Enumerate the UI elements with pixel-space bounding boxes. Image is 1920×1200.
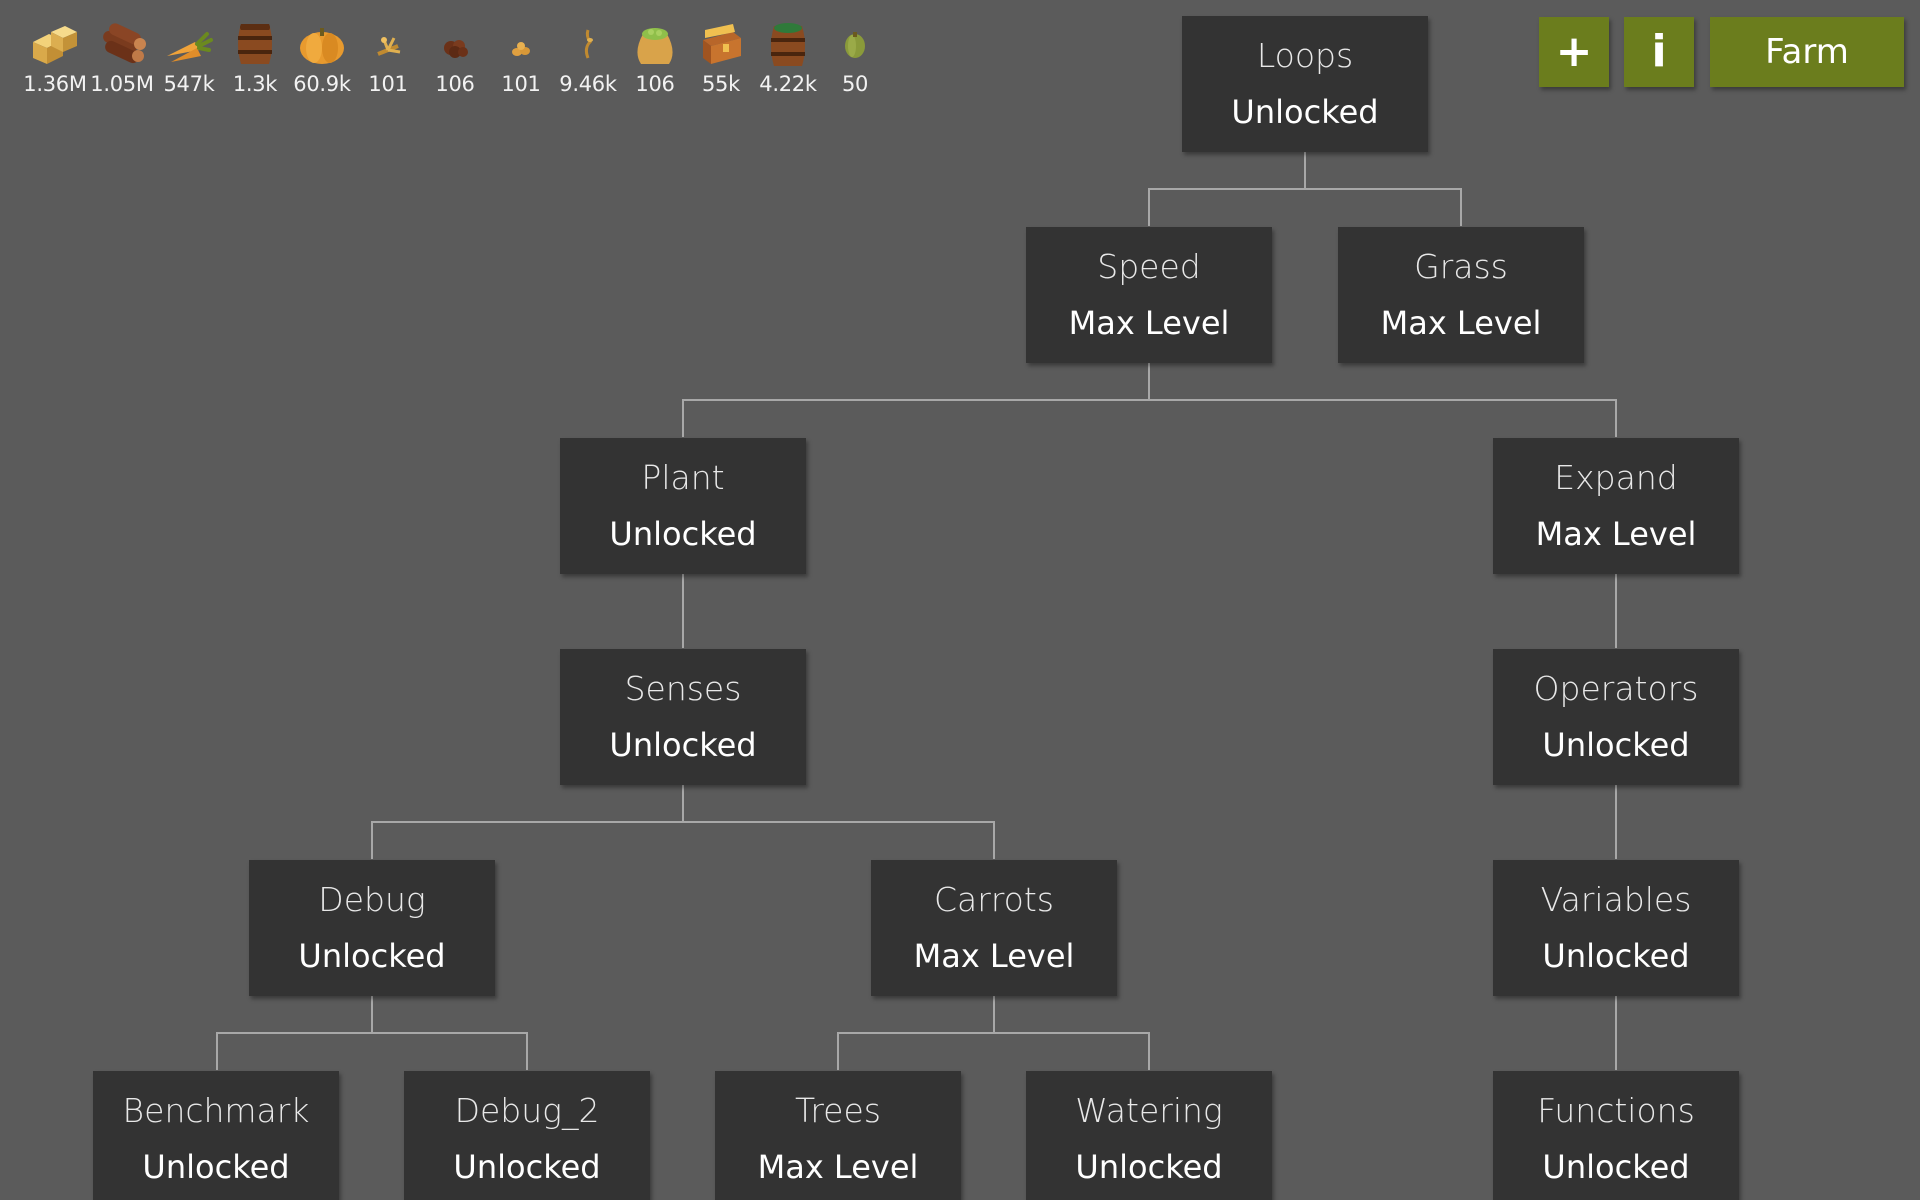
node-status: Unlocked	[609, 515, 757, 553]
node-operators[interactable]: Operators Unlocked	[1493, 649, 1739, 785]
resource-count: 101	[368, 72, 408, 96]
sack-icon	[637, 28, 673, 64]
resource-sprout: 9.46k	[552, 18, 624, 96]
farm-button[interactable]: Farm	[1710, 17, 1904, 87]
node-status: Max Level	[1068, 304, 1230, 342]
node-speed[interactable]: Speed Max Level	[1026, 227, 1272, 363]
node-title: Loops	[1256, 36, 1354, 75]
resource-count: 1.3k	[232, 72, 278, 96]
node-status: Unlocked	[1075, 1148, 1223, 1186]
small-plant-icon	[377, 37, 401, 56]
node-plant[interactable]: Plant Unlocked	[560, 438, 806, 574]
treasure-chest-icon	[703, 24, 741, 64]
pumpkin-icon	[300, 28, 344, 64]
seeds-icon	[512, 42, 530, 56]
node-status: Max Level	[913, 937, 1075, 975]
node-status: Unlocked	[609, 726, 757, 764]
resource-count: 55k	[702, 72, 740, 96]
resource-water-barrel: 4.22k	[752, 18, 824, 96]
node-status: Unlocked	[298, 937, 446, 975]
node-functions[interactable]: Functions Unlocked	[1493, 1071, 1739, 1200]
resource-wood: 1.05M	[86, 18, 158, 96]
resource-hay: 1.36M	[19, 18, 91, 96]
water-barrel-icon	[771, 23, 805, 66]
plus-icon: +	[1555, 26, 1593, 77]
node-status: Unlocked	[453, 1148, 601, 1186]
node-title: Grass	[1414, 247, 1508, 286]
node-status: Unlocked	[1542, 726, 1690, 764]
node-status: Unlocked	[1231, 93, 1379, 131]
info-icon: i	[1651, 26, 1667, 77]
resource-count: 547k	[163, 72, 215, 96]
node-status: Max Level	[1535, 515, 1697, 553]
resource-sack: 106	[619, 18, 691, 96]
node-title: Debug_2	[454, 1091, 600, 1130]
node-status: Max Level	[757, 1148, 919, 1186]
hay-icon	[33, 26, 77, 64]
resource-count: 50	[841, 72, 869, 96]
node-trees[interactable]: Trees Max Level	[715, 1071, 961, 1200]
sprout-icon	[584, 29, 593, 59]
node-loops[interactable]: Loops Unlocked	[1182, 16, 1428, 152]
info-button[interactable]: i	[1624, 17, 1694, 87]
node-senses[interactable]: Senses Unlocked	[560, 649, 806, 785]
node-status: Unlocked	[142, 1148, 290, 1186]
node-title: Trees	[795, 1091, 881, 1130]
carrot-icon	[167, 32, 213, 62]
node-status: Max Level	[1380, 304, 1542, 342]
node-title: Plant	[641, 458, 725, 497]
node-title: Benchmark	[122, 1091, 310, 1130]
resource-count: 101	[501, 72, 541, 96]
node-title: Operators	[1533, 669, 1699, 708]
node-grass[interactable]: Grass Max Level	[1338, 227, 1584, 363]
node-debug[interactable]: Debug Unlocked	[249, 860, 495, 996]
resource-seeds: 101	[485, 18, 557, 96]
node-title: Debug	[318, 880, 426, 919]
resource-count: 4.22k	[759, 72, 817, 96]
node-title: Watering	[1075, 1091, 1223, 1130]
cocoa-icon	[444, 40, 468, 58]
node-benchmark[interactable]: Benchmark Unlocked	[93, 1071, 339, 1200]
barrel-icon	[238, 24, 272, 64]
node-variables[interactable]: Variables Unlocked	[1493, 860, 1739, 996]
node-title: Speed	[1097, 247, 1201, 286]
resource-count: 1.36M	[23, 72, 87, 96]
node-title: Senses	[624, 669, 742, 708]
resource-count: 60.9k	[293, 72, 351, 96]
add-button[interactable]: +	[1539, 17, 1609, 87]
node-status: Unlocked	[1542, 1148, 1690, 1186]
node-status: Unlocked	[1542, 937, 1690, 975]
resource-cactus: 50	[819, 18, 891, 96]
node-title: Expand	[1554, 458, 1678, 497]
node-debug-2[interactable]: Debug_2 Unlocked	[404, 1071, 650, 1200]
node-title: Functions	[1537, 1091, 1695, 1130]
node-expand[interactable]: Expand Max Level	[1493, 438, 1739, 574]
wood-icon	[103, 23, 146, 64]
resource-cocoa: 106	[419, 18, 491, 96]
node-title: Variables	[1540, 880, 1692, 919]
resource-treasure-chest: 55k	[685, 18, 757, 96]
node-title: Carrots	[934, 880, 1054, 919]
resource-pumpkin: 60.9k	[286, 18, 358, 96]
cactus-icon	[845, 32, 865, 58]
resource-count: 9.46k	[559, 72, 617, 96]
resource-small-plant: 101	[352, 18, 424, 96]
resource-count: 1.05M	[90, 72, 154, 96]
resource-count: 106	[635, 72, 675, 96]
node-watering[interactable]: Watering Unlocked	[1026, 1071, 1272, 1200]
farm-button-label: Farm	[1765, 32, 1849, 72]
resource-barrel: 1.3k	[219, 18, 291, 96]
resource-count: 106	[435, 72, 475, 96]
node-carrots[interactable]: Carrots Max Level	[871, 860, 1117, 996]
resource-carrot: 547k	[153, 18, 225, 96]
